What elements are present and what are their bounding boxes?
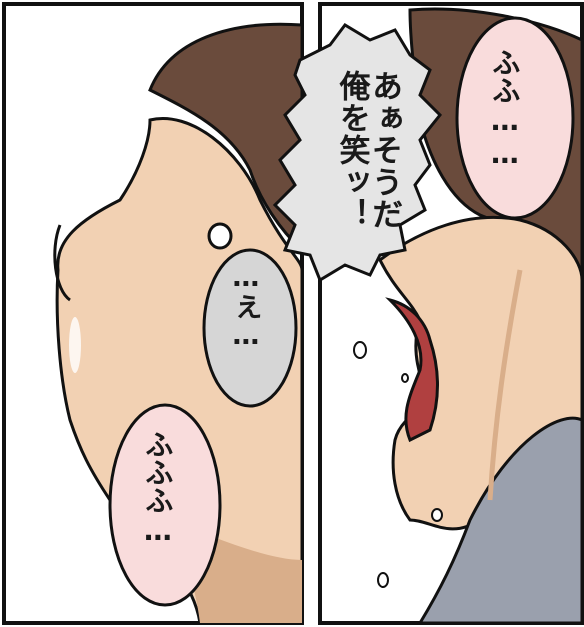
shout-bubble-shape <box>272 23 443 283</box>
e-bubble-text: …え… <box>230 262 262 351</box>
right-mouth <box>385 297 439 443</box>
right-sweat-drop-4 <box>431 508 443 522</box>
left-nose <box>53 224 71 302</box>
e-bubble-shape <box>202 248 298 408</box>
right-sweat-drop-3 <box>377 572 389 588</box>
right-shirt <box>417 416 584 625</box>
right-neck-line <box>487 269 523 501</box>
fufufu-left-bubble-shape <box>108 403 222 607</box>
fufu-right-bubble-shape <box>455 16 575 220</box>
left-hair <box>148 22 304 254</box>
fufufu-left-bubble-text: ふふふ… <box>141 430 175 547</box>
left-ear <box>207 222 233 250</box>
shout-bubble-text: あぁそうだ 俺を笑ッ！ <box>333 70 402 230</box>
fufu-right-bubble-text: ふふ…… <box>488 48 522 170</box>
right-sweat-drop-1 <box>353 341 367 359</box>
left-cheek-shine <box>69 317 81 373</box>
right-sweat-drop-2 <box>401 373 409 383</box>
